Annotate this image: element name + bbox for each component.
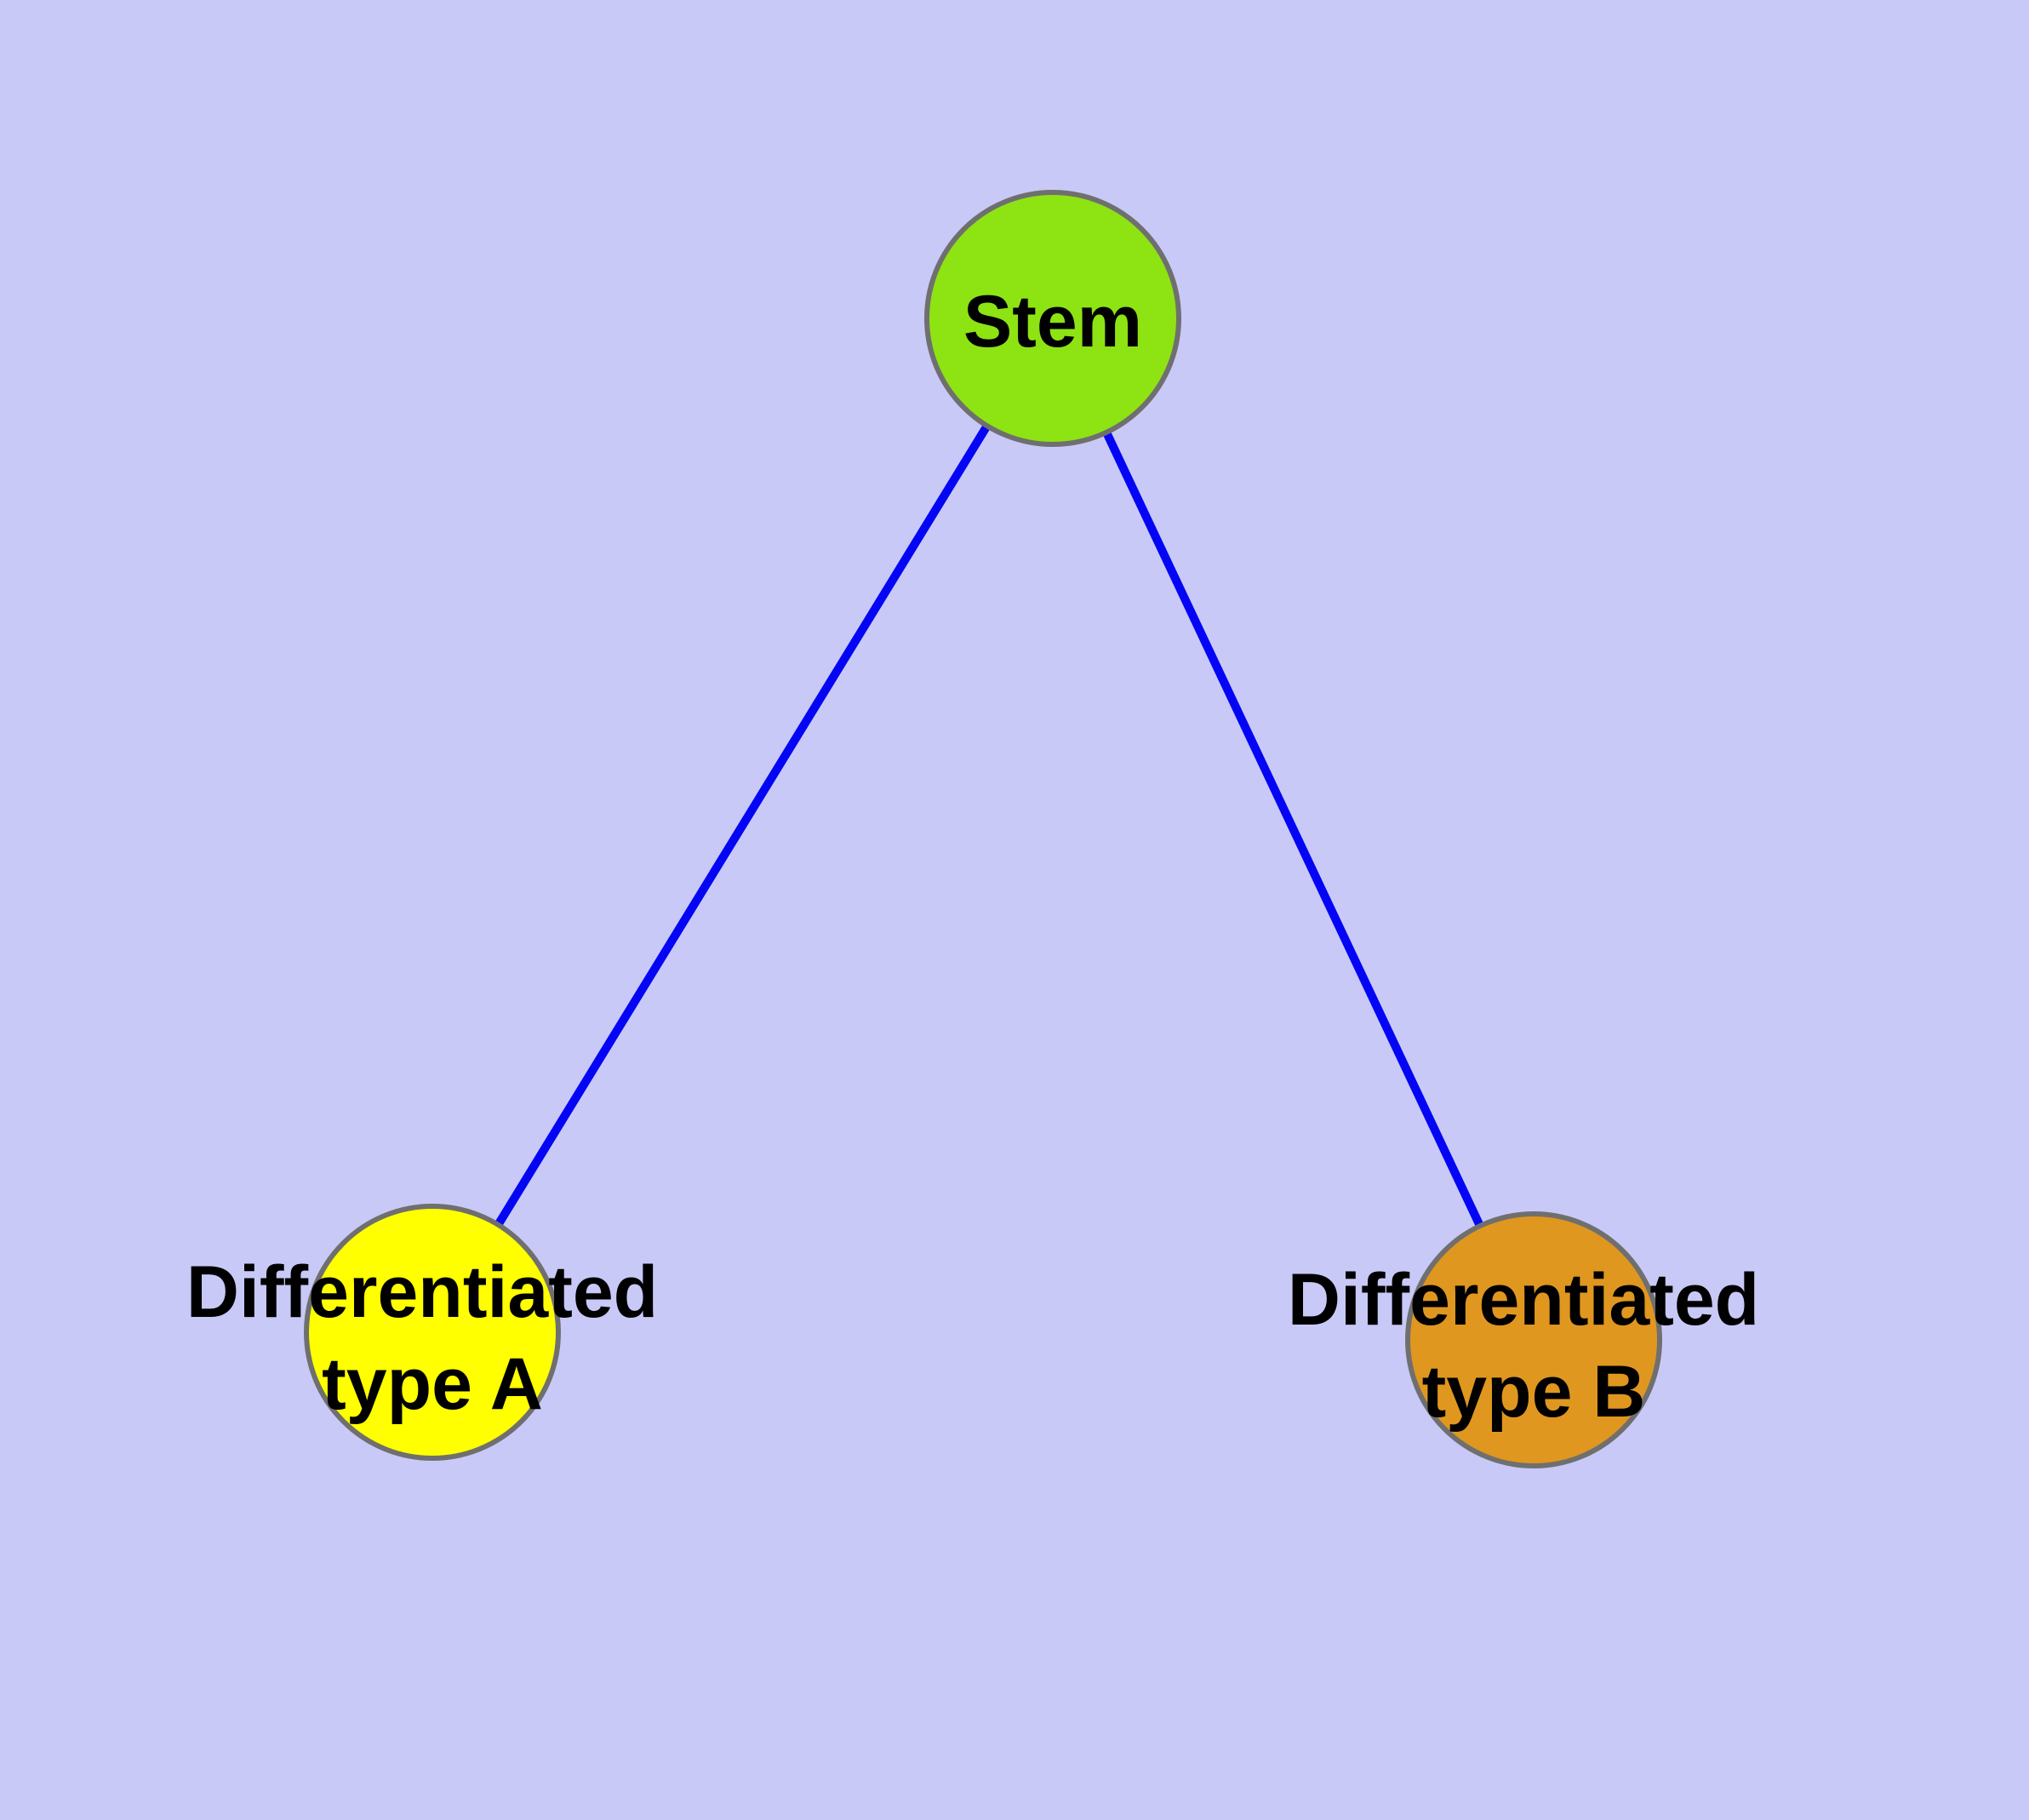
node-differentiated-type-a-circle[interactable]: [304, 1204, 561, 1461]
edge-stem-to-type-a: [428, 316, 1057, 1335]
node-differentiated-type-a-label-line2: type A: [322, 1343, 543, 1425]
node-differentiated-type-b-label: Differentiated type B: [1288, 1259, 1780, 1433]
node-differentiated-type-b-circle[interactable]: [1405, 1211, 1662, 1468]
edge-stem-to-type-b: [1049, 316, 1538, 1342]
node-differentiated-type-b-label-line2: type B: [1422, 1351, 1646, 1433]
node-differentiated-type-a-label: Differentiated type A: [186, 1251, 678, 1425]
node-stem-label: Stem: [963, 281, 1142, 363]
node-stem-circle[interactable]: [924, 190, 1181, 447]
node-differentiated-type-a-label-line1: Differentiated: [186, 1251, 658, 1333]
node-differentiated-type-b-label-line1: Differentiated: [1288, 1259, 1759, 1341]
node-differentiated-type-a[interactable]: Differentiated type A: [186, 1204, 678, 1461]
node-differentiated-type-b[interactable]: Differentiated type B: [1288, 1211, 1780, 1468]
node-stem[interactable]: Stem: [924, 190, 1181, 447]
